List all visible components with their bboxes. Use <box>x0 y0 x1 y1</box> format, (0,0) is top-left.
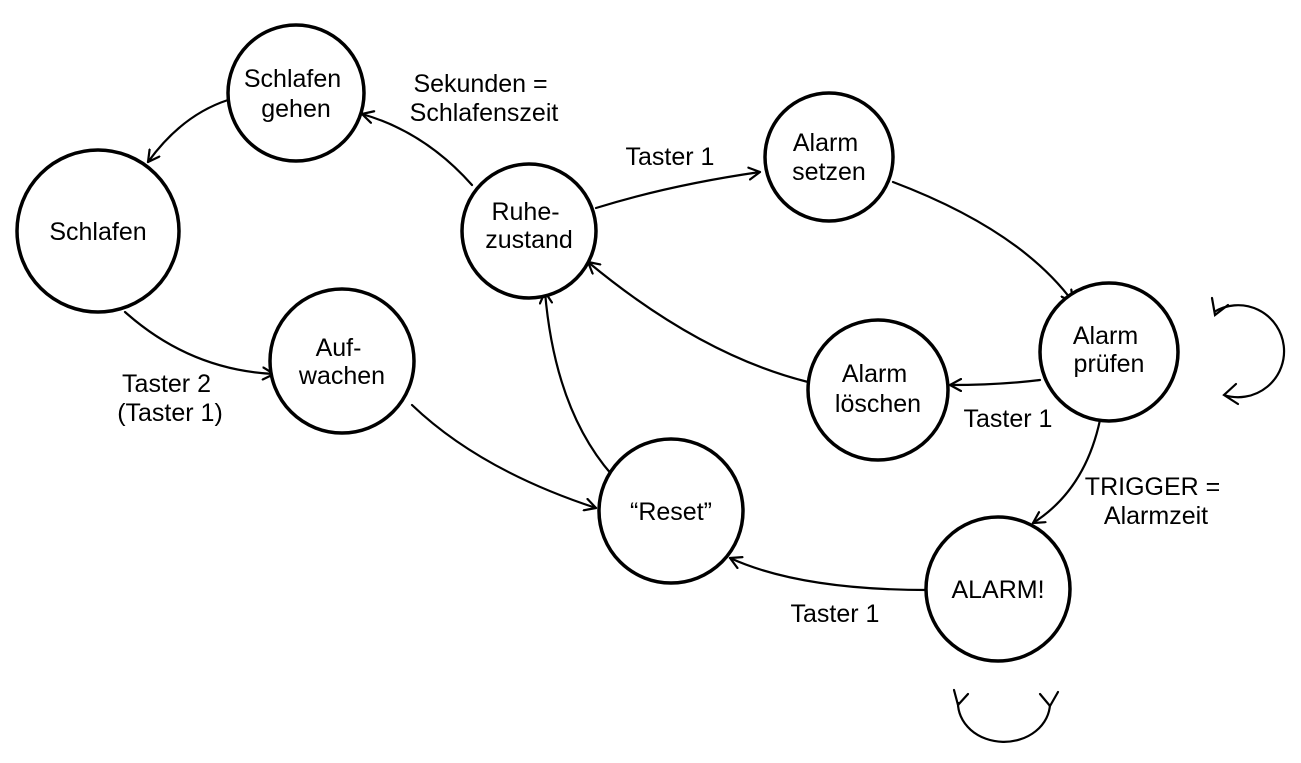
edge-label-taster1-alarm: Taster 1 <box>791 600 880 628</box>
loop-alarm-pruefen <box>1213 304 1286 399</box>
state-label-line: löschen <box>835 390 921 418</box>
state-label-line: ALARM! <box>951 576 1044 604</box>
state-label-line: Alarm <box>793 129 858 157</box>
state-alarm: ALARM! <box>924 515 1072 663</box>
state-schlafen-gehen: Schlafen gehen <box>226 23 366 163</box>
state-aufwachen: Auf- wachen <box>268 287 416 435</box>
state-reset: “Reset” <box>597 437 745 585</box>
state-label-line: setzen <box>792 158 866 186</box>
edges <box>123 98 1286 743</box>
loop-alarm <box>956 701 1052 743</box>
edge-schlafen-to-aufwachen <box>123 310 276 374</box>
loop-alarm-arrow-right <box>1038 690 1060 708</box>
svg-text:Ruhe- zustand: Ruhe- zustand <box>485 198 573 254</box>
edge-label-taster1-setzen: Taster 1 <box>626 143 715 171</box>
state-schlafen: Schlafen <box>15 148 181 314</box>
edge-label-taster1-loeschen: Taster 1 <box>964 405 1053 433</box>
edge-alarm-loeschen-to-ruhezustand <box>586 260 810 384</box>
loop-alarm-pruefen-arrow-bottom <box>1222 382 1240 406</box>
state-label-line: Alarm <box>842 360 907 388</box>
svg-text:“Reset”: “Reset” <box>630 498 712 526</box>
edge-label-taster2: Taster 2 (Taster 1) <box>117 370 223 427</box>
svg-text:Auf- wachen: Auf- wachen <box>298 334 385 390</box>
svg-text:ALARM!: ALARM! <box>951 576 1044 604</box>
state-label-line: Auf- <box>316 334 362 362</box>
edge-label-trigger-alarmzeit: TRIGGER = Alarmzeit <box>1085 473 1227 530</box>
edge-alarm-to-reset <box>728 558 930 592</box>
edge-labels: Sekunden = Schlafenszeit Taster 1 Taster… <box>117 70 1227 628</box>
svg-text:Schlafen: Schlafen <box>49 218 146 246</box>
edge-alarm-setzen-to-alarm-pruefen <box>891 180 1075 304</box>
edge-label-sekunden-schlafenszeit: Sekunden = Schlafenszeit <box>410 70 559 127</box>
svg-text:Alarm prüfen: Alarm prüfen <box>1073 322 1145 378</box>
state-label-line: zustand <box>485 226 573 254</box>
state-label-line: gehen <box>261 95 331 123</box>
nodes: Schlafen gehen Schlafen Auf- wachen Ruhe… <box>15 23 1180 663</box>
state-label-line: “Reset” <box>630 498 712 526</box>
state-ruhezustand: Ruhe- zustand <box>460 162 598 300</box>
edge-reset-to-ruhezustand <box>545 290 614 477</box>
edge-ruhezustand-to-alarm-setzen <box>594 172 762 210</box>
state-alarm-setzen: Alarm setzen <box>763 91 895 223</box>
edge-ruhezustand-to-schlafen-gehen <box>360 114 474 187</box>
loop-alarm-pruefen-arrow-top <box>1210 296 1230 317</box>
state-label-line: wachen <box>298 362 385 390</box>
state-alarm-pruefen: Alarm prüfen <box>1038 281 1180 423</box>
svg-text:Alarm löschen: Alarm löschen <box>835 360 921 418</box>
edge-alarm-pruefen-to-alarm-loeschen <box>948 380 1042 385</box>
loop-alarm-arrow-left <box>952 688 970 708</box>
state-label-line: Alarm <box>1073 322 1138 350</box>
state-label-line: Schlafen <box>49 218 146 246</box>
edge-schlafen-gehen-to-schlafen <box>146 98 230 164</box>
svg-text:Alarm setzen: Alarm setzen <box>792 129 866 186</box>
svg-text:Schlafen gehen: Schlafen gehen <box>244 65 348 123</box>
edge-alarm-pruefen-to-alarm <box>1031 418 1102 525</box>
state-label-line: Schlafen <box>244 65 341 93</box>
state-alarm-loeschen: Alarm löschen <box>806 318 950 462</box>
edge-aufwachen-to-reset <box>410 403 598 508</box>
state-label-line: Ruhe- <box>491 198 559 226</box>
state-label-line: prüfen <box>1074 350 1145 378</box>
